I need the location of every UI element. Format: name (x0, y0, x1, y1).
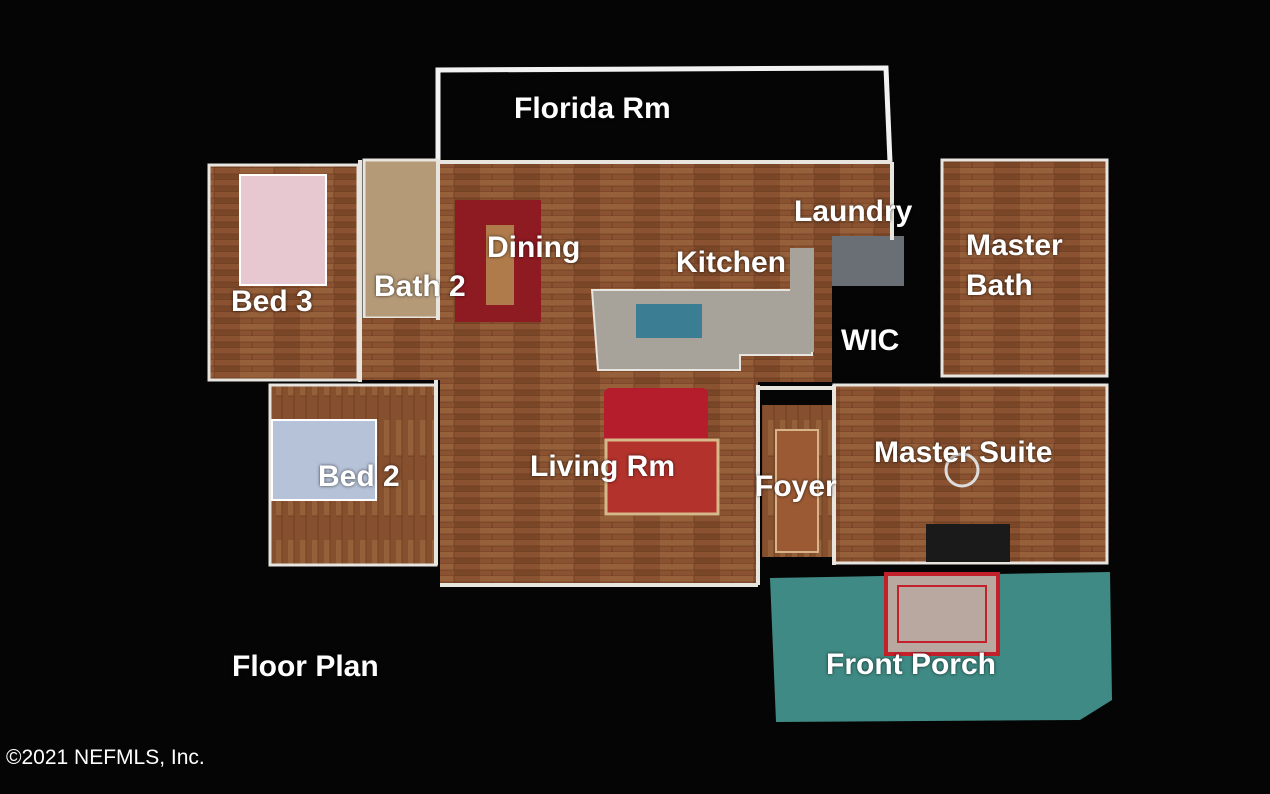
room-label-florida-rm: Florida Rm (514, 92, 671, 125)
bed2-bed (271, 419, 377, 501)
florida-room-outline (435, 65, 893, 163)
floor-plan-title: Floor Plan (232, 650, 379, 683)
room-label-foyer: Foyer (755, 470, 837, 503)
kitchen-rug (636, 304, 702, 338)
room-label-master-suite: Master Suite (874, 436, 1053, 469)
room-label-bed2: Bed 2 (318, 460, 400, 493)
room-label-dining: Dining (487, 231, 581, 264)
laundry-area (832, 236, 904, 286)
room-label-bath2: Bath 2 (374, 270, 466, 303)
room-label-master-bath-line1: Master (966, 229, 1063, 262)
master-dresser (926, 524, 1010, 562)
dining-table (486, 225, 514, 305)
room-label-master-bath-line2: Bath (966, 269, 1033, 302)
room-label-laundry: Laundry (794, 195, 913, 228)
living-sofa (604, 388, 708, 444)
porch-rug (884, 572, 1000, 656)
copyright-notice: ©2021 NEFMLS, Inc. (6, 746, 205, 769)
room-label-living: Living Rm (530, 450, 676, 483)
room-label-kitchen: Kitchen (676, 246, 787, 279)
bath2-floor (362, 158, 440, 320)
hall-floor (362, 318, 452, 380)
ceiling-fan (944, 452, 980, 488)
room-label-bed3: Bed 3 (231, 285, 313, 318)
foyer-runner (775, 429, 819, 553)
wic-area (832, 286, 940, 382)
living-rug (604, 438, 720, 516)
room-label-wic: WIC (841, 324, 900, 357)
porch-rug-inner (897, 585, 987, 643)
kitchen-counter-right (790, 248, 814, 352)
room-label-front-porch: Front Porch (826, 648, 996, 681)
master-bath-floor (940, 158, 1109, 378)
bed3-bed (239, 174, 327, 286)
